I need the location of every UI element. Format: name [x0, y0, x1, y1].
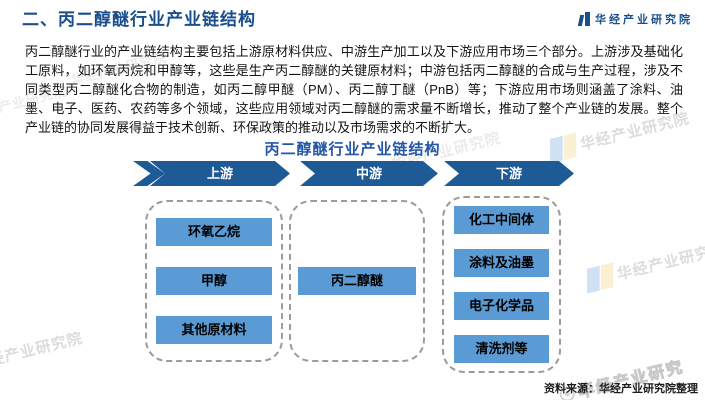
watermark-text: 华经产业研究院 [615, 239, 705, 284]
downstream-item: 化工中间体 [454, 206, 549, 234]
diagram-title: 丙二醇醚行业产业链结构 [264, 141, 441, 158]
watermark: 华经产业研究院 [584, 235, 705, 294]
watermark-logo-icon [584, 262, 616, 294]
watermark: 华经产业研究院 [0, 327, 85, 374]
intro-paragraph: 丙二醇醚行业的产业链结构主要包括上游原材料供应、中游生产加工以及下游应用市场三个… [25, 44, 683, 135]
upstream-item: 环氧乙烷 [156, 218, 272, 246]
brand-logo: 华经产业研究院 [577, 11, 693, 27]
stage-banner-downstream: 下游 [444, 161, 574, 186]
stage-banner-midstream: 中游 [300, 161, 438, 186]
midstream-item: 丙二醇醚 [298, 267, 416, 295]
huajing-logo-icon [577, 12, 590, 26]
downstream-item: 清洗剂等 [454, 335, 549, 363]
downstream-item: 电子化学品 [454, 292, 549, 320]
brand-name: 华经产业研究院 [595, 14, 693, 26]
downstream-group: 化工中间体 涂料及油墨 电子化学品 清洗剂等 [442, 196, 561, 373]
midstream-group: 丙二醇醚 [289, 200, 425, 362]
upstream-group: 环氧乙烷 甲醇 其他原材料 [145, 200, 283, 362]
downstream-item: 涂料及油墨 [454, 249, 549, 277]
watermark-text: 华经产业研究院 [0, 329, 85, 374]
stage-banner-upstream: 上游 [150, 161, 290, 186]
upstream-item: 甲醇 [156, 267, 272, 295]
upstream-item: 其他原材料 [156, 316, 272, 344]
page-title: 二、丙二醇醚行业产业链结构 [22, 10, 256, 29]
source-note: 资料来源：华经产业研究院整理 [544, 383, 698, 395]
